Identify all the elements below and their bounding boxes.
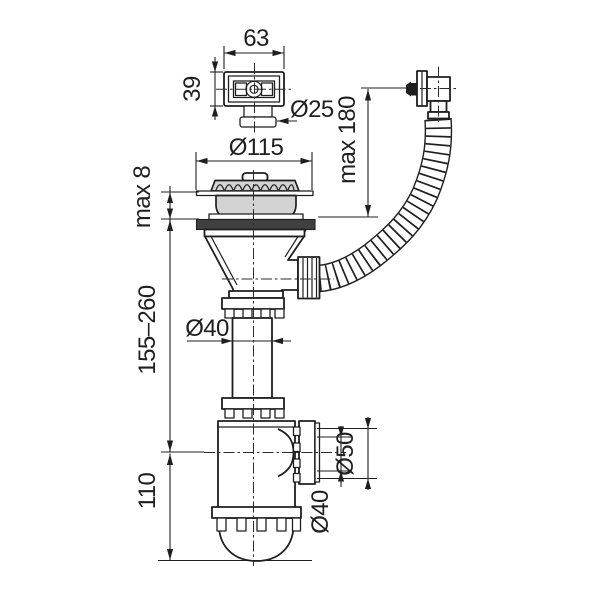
dimension-overflow-spout: Ø25 <box>277 96 334 125</box>
pipe-nut-bottom <box>221 397 285 419</box>
outlet-pipe-label: Ø40 <box>307 490 334 534</box>
dimension-outlet-pipe: Ø40 <box>307 426 351 534</box>
overflow-hose-nut <box>297 256 321 300</box>
strainer-washer <box>208 213 304 221</box>
overflow-spout-neck <box>243 105 273 118</box>
overflow-flexible-hose <box>317 118 453 293</box>
outlet-nut-label: Ø50 <box>332 432 359 476</box>
overflow-height-label: 39 <box>179 76 206 102</box>
dimension-strainer-flange: Ø115 <box>195 134 313 190</box>
basket-strainer <box>195 172 314 221</box>
dimension-sink-thickness: max 8 <box>129 166 199 229</box>
dimension-overflow-height: 39 <box>179 57 223 120</box>
overflow-box <box>223 71 285 128</box>
sink-thickness-label: max 8 <box>129 166 156 229</box>
overflow-screw-icon <box>406 81 411 97</box>
drain-funnel-body <box>203 228 306 299</box>
dimension-overflow-height-max: max 180 <box>318 87 408 218</box>
dimension-trap-height: 110 <box>134 453 312 562</box>
overflow-width-label: 63 <box>243 25 269 52</box>
centerlines <box>204 63 457 566</box>
inlet-pipe <box>231 317 273 399</box>
overflow-spout-lip <box>239 116 277 128</box>
trap-cup-nut <box>211 506 302 519</box>
dimension-outlet-nut: Ø50 <box>317 417 377 490</box>
trap-height-label: 110 <box>134 473 161 510</box>
overflow-max-height-label: max 180 <box>334 96 361 184</box>
strainer-flange-label: Ø115 <box>229 134 284 161</box>
pipe-diameter-label: Ø40 <box>185 315 229 342</box>
overflow-elbow <box>406 70 451 120</box>
trap-body <box>217 420 296 509</box>
trap-bottom-cup <box>211 506 302 562</box>
overflow-spout-label: Ø25 <box>290 96 334 123</box>
dimension-overflow-width: 63 <box>223 25 285 69</box>
dimension-pipe-length: 155–260 <box>134 219 204 453</box>
dimension-pipe-diameter: Ø40 <box>185 315 291 345</box>
pipe-length-label: 155–260 <box>134 285 161 374</box>
